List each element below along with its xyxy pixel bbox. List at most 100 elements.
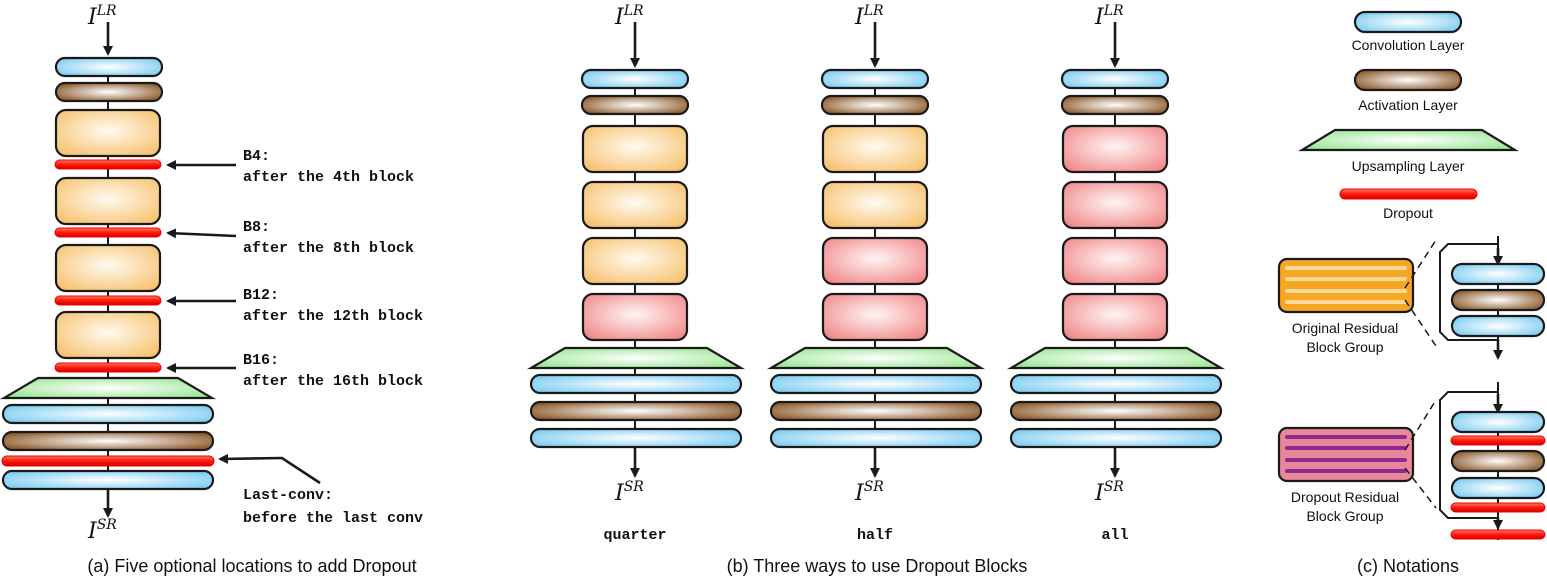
output-label-a: ISR (87, 517, 117, 544)
input-label-b: ILR (854, 3, 884, 30)
dropout-residual-block-group (581, 292, 689, 342)
dropout-residual-block-group (1061, 124, 1169, 174)
dropout-residual-block-group (1061, 180, 1169, 230)
conv-layer (820, 68, 930, 90)
legend-act-swatch (1353, 68, 1463, 92)
dropout-layer (1450, 435, 1546, 446)
annotation-b4-desc: after the 4th block (243, 169, 414, 186)
legend-act-label: Activation Layer (1358, 97, 1458, 113)
dropout-last-conv (1, 455, 215, 467)
upsampling-layer (1006, 346, 1226, 370)
conv-layer (1450, 476, 1546, 500)
input-label-a: ILR (87, 3, 117, 30)
input-label-b: ILR (1094, 3, 1124, 30)
dropout-residual-block-group (1061, 236, 1169, 286)
activation-layer (54, 81, 164, 103)
zoom-line (1404, 399, 1437, 451)
drop-group-icon (1277, 426, 1415, 483)
drop-group-label-2: Block Group (1306, 508, 1383, 524)
residual-block-group (581, 180, 689, 230)
conv-layer (1009, 427, 1223, 449)
drop-group-label-1: Dropout Residual (1291, 489, 1399, 505)
conv-layer (1009, 373, 1223, 395)
residual-block-group (821, 124, 929, 174)
activation-layer (1450, 288, 1546, 312)
upsampling-layer (526, 346, 746, 370)
conv-layer (1, 469, 215, 491)
conv-layer (769, 373, 983, 395)
annotation-b16-title: B16: (243, 352, 279, 369)
annotation-b8-title: B8: (243, 219, 270, 236)
annotation-b16-desc: after the 16th block (243, 373, 423, 390)
column-half: ILR ISR half (766, 3, 986, 544)
activation-layer (769, 400, 983, 422)
upsampling-layer (766, 346, 986, 370)
conv-layer (580, 68, 690, 90)
legend-up-label: Upsampling Layer (1352, 158, 1465, 174)
skip-connection (1439, 391, 1498, 519)
dropout-b8 (54, 227, 162, 238)
activation-layer (1060, 94, 1170, 116)
legend-dropout-swatch (1339, 188, 1478, 200)
activation-layer (1009, 400, 1223, 422)
skip-connection (1439, 243, 1498, 341)
dropout-residual-block-group (821, 292, 929, 342)
conv-layer (769, 427, 983, 449)
residual-block-group (54, 243, 162, 293)
caption-b: (b) Three ways to use Dropout Blocks (727, 556, 1028, 576)
dropout-residual-block-group (1061, 292, 1169, 342)
conv-layer (529, 427, 743, 449)
zoom-line (1404, 467, 1437, 509)
drop-group-stripes (1285, 435, 1407, 473)
orig-group-label-1: Original Residual (1292, 320, 1399, 336)
residual-block-group (54, 108, 162, 158)
panel-c: Convolution Layer Activation Layer Upsam… (1277, 10, 1546, 576)
caption-c: (c) Notations (1357, 556, 1459, 576)
annotation-b8-desc: after the 8th block (243, 240, 414, 257)
annotation-b12-desc: after the 12th block (243, 308, 423, 325)
residual-block-group (581, 124, 689, 174)
residual-block-group (821, 180, 929, 230)
pointer-arrow (218, 453, 321, 485)
input-label-b: ILR (614, 3, 644, 30)
column-all: ILR ISR all (1006, 3, 1226, 544)
column-label: half (857, 527, 893, 544)
zoom-line (1404, 239, 1437, 289)
dropout-b16 (54, 362, 162, 373)
caption-a: (a) Five optional locations to add Dropo… (87, 556, 416, 576)
orig-group-label-2: Block Group (1306, 339, 1383, 355)
output-label-b: ISR (1094, 479, 1124, 506)
conv-layer (1450, 262, 1546, 286)
dropout-layer (1450, 529, 1546, 540)
dropout-residual-block-group (821, 236, 929, 286)
zoom-line (1404, 299, 1437, 347)
output-label-b: ISR (614, 479, 644, 506)
annotation-b4-title: B4: (243, 148, 270, 165)
output-label-b: ISR (854, 479, 884, 506)
orig-group-stripes (1285, 266, 1407, 304)
dropout-b4 (54, 159, 162, 170)
legend-up-swatch (1298, 128, 1519, 152)
conv-layer (529, 373, 743, 395)
residual-block-group (54, 176, 162, 226)
activation-layer (529, 400, 743, 422)
annotation-b12-title: B12: (243, 287, 279, 304)
activation-layer (1, 430, 215, 452)
residual-block-group (54, 310, 162, 360)
residual-block-group (581, 236, 689, 286)
panel-a: ILR ISR B4: after the 4th block B8: afte… (0, 3, 423, 576)
column-label: all (1101, 527, 1128, 544)
legend-conv-label: Convolution Layer (1352, 37, 1465, 53)
conv-layer (1060, 68, 1170, 90)
orig-group-icon (1277, 257, 1415, 314)
dropout-b12 (54, 295, 162, 306)
pointer-arrow (166, 228, 237, 239)
conv-layer (1450, 410, 1546, 434)
activation-layer (1450, 449, 1546, 473)
dropout-layer (1450, 502, 1546, 513)
legend-conv-swatch (1353, 10, 1463, 34)
activation-layer (820, 94, 930, 116)
